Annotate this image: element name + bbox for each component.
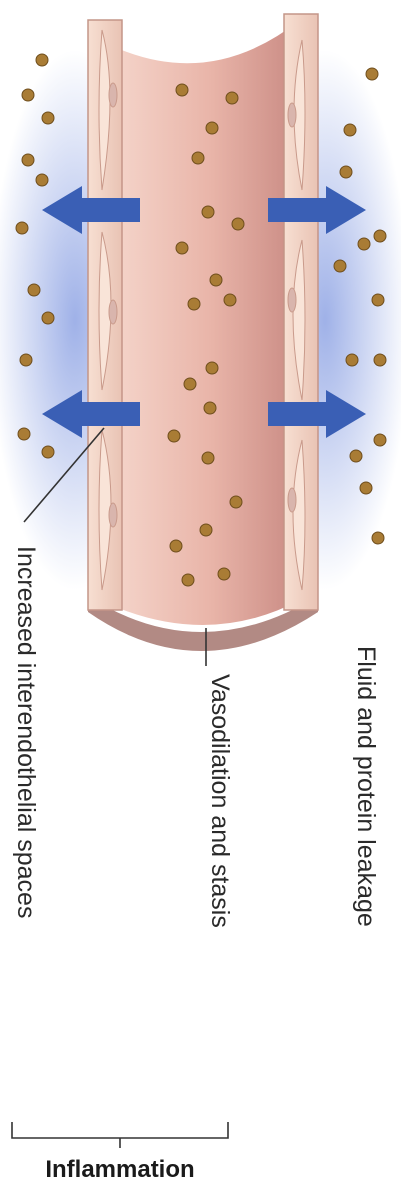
- label-interendothelial-spaces: Increased interendothelial spaces: [13, 546, 38, 918]
- label-fluid-protein-leakage: Fluid and protein leakage: [353, 646, 378, 927]
- label-vasodilation-stasis: Vasodilation and stasis: [207, 674, 232, 928]
- label-inflammation: Inflammation: [0, 1156, 240, 1184]
- inflammation-bracket: [12, 1122, 228, 1148]
- vessel-lumen: [100, 20, 300, 625]
